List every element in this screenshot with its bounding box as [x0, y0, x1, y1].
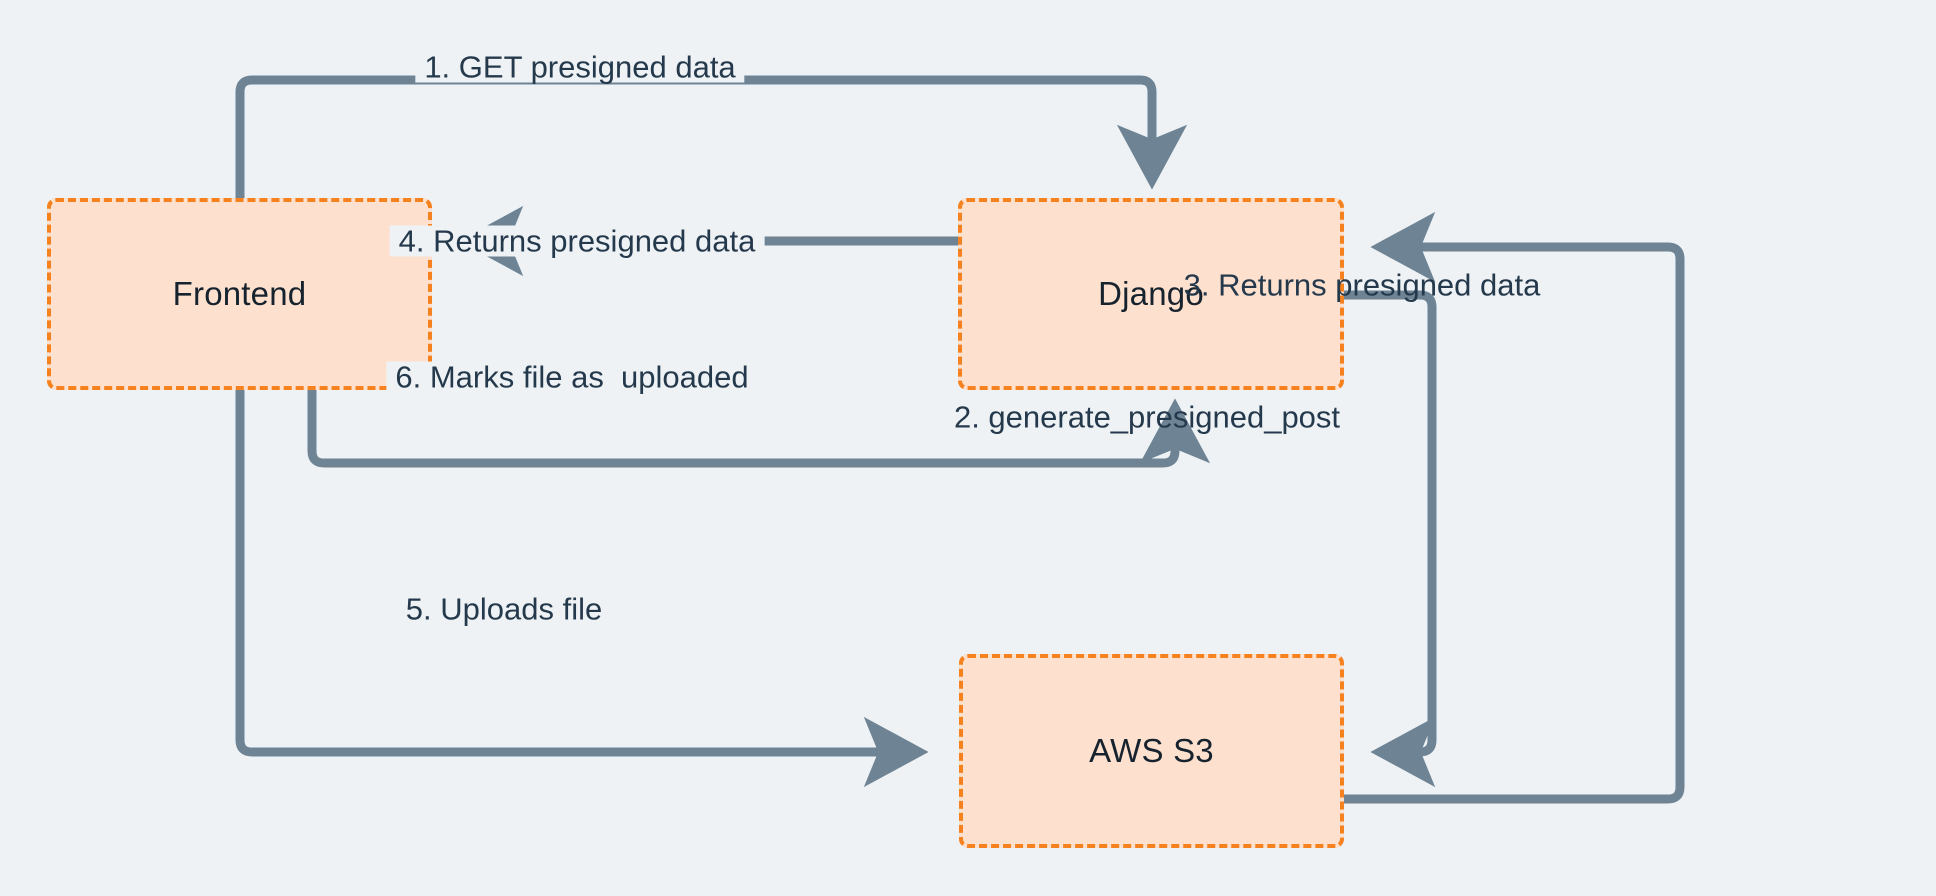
edge-path-6	[307, 385, 1211, 468]
node-frontend-label: Frontend	[172, 275, 307, 312]
edge-path-1	[235, 75, 1188, 203]
edge-label-2: 2. generate_presigned_post	[953, 399, 1341, 435]
edge-label-5: 5. Uploads file	[396, 593, 612, 625]
node-aws-s3[interactable]: AWS S3	[959, 654, 1344, 848]
node-django-label: Django	[1098, 275, 1204, 312]
edge-path-3	[1339, 211, 1685, 804]
node-frontend[interactable]: Frontend	[47, 198, 432, 390]
edge-label-4: 4. Returns presigned data	[389, 225, 765, 257]
edge-path-5	[235, 385, 929, 788]
node-django[interactable]: Django	[958, 198, 1344, 390]
edge-path-2	[1339, 290, 1437, 788]
edge-label-6: 6. Marks file as uploaded	[386, 361, 758, 393]
edge-label-1: 1. GET presigned data	[415, 51, 745, 83]
edge-label-3: 3. Returns presigned data	[1183, 267, 1541, 303]
node-aws-s3-label: AWS S3	[1089, 732, 1214, 769]
